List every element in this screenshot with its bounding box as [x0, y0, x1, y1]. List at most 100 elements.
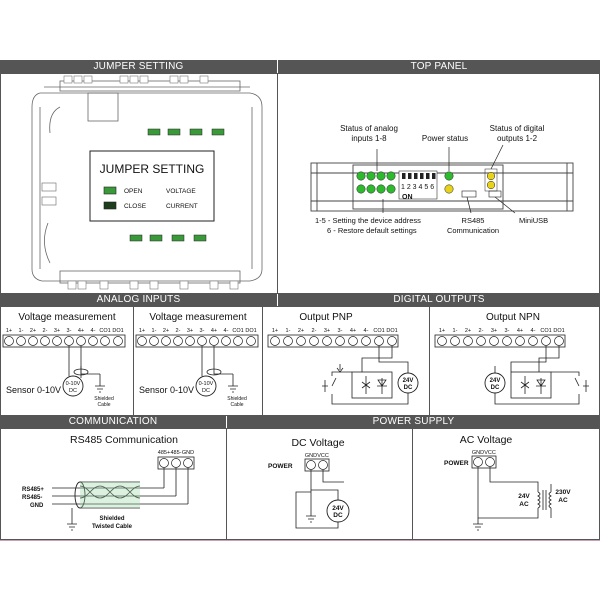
terminal-label: 3-	[67, 328, 72, 334]
ac-primary-label-2: AC	[558, 497, 568, 504]
voltage-source-symbol	[62, 375, 84, 397]
terminal-label: CO1	[232, 328, 243, 334]
dc-terminal-gnd: GND	[305, 453, 317, 459]
jumper-legend-title: JUMPER SETTING	[100, 162, 205, 176]
terminal-label: 3+	[54, 328, 60, 334]
jumper-open-icon	[103, 186, 117, 195]
dc-power-label: POWER	[268, 463, 293, 470]
wire-label-2: RS485-	[22, 495, 42, 501]
dc-terminal-vcc: VCC	[317, 453, 329, 459]
terminal-label: 3-	[338, 328, 343, 334]
ac-secondary-label-2: AC	[519, 501, 529, 508]
supply-symbol	[484, 372, 506, 394]
terminal-label: 4-	[364, 328, 369, 334]
terminal-label: 4+	[350, 328, 356, 334]
terminal-label: 2+	[163, 328, 169, 334]
pnp-title: Output PNP	[299, 312, 353, 323]
terminal-label: 1+	[139, 328, 145, 334]
top-panel-drawing: 1 2 3 4 5 6 ON Status of analog inputs 1…	[310, 124, 574, 235]
terminal-screws	[270, 336, 397, 346]
terminal-label: CO1	[99, 328, 110, 334]
section-header-digital-outputs: DIGITAL OUTPUTS	[278, 293, 600, 306]
jumper-legend-box	[89, 150, 215, 222]
section-header-jumper: JUMPER SETTING	[0, 60, 277, 73]
jumper-voltage-label: VOLTAGE	[166, 188, 196, 195]
terminal-label: 3-	[200, 328, 205, 334]
npn-drawing: Output NPN 1+ 1- 2+ 2- 3+ 3- 4+ 4- CO1 D…	[434, 312, 589, 405]
terminal-label: 1-	[19, 328, 24, 334]
terminal-label: 4-	[224, 328, 229, 334]
section-header-top-panel: TOP PANEL	[278, 60, 600, 73]
dc-power-drawing: DC Voltage GND VCC POWER 24V DC	[268, 437, 350, 529]
terminal-label: 1+	[439, 328, 445, 334]
cable-label-2: Twisted Cable	[92, 524, 133, 530]
dc-title: DC Voltage	[291, 437, 344, 449]
address-note-1: 1-5 - Setting the device address	[315, 216, 421, 225]
terminal-label: 2-	[479, 328, 484, 334]
terminal-label: 2-	[312, 328, 317, 334]
rs485-port	[461, 190, 477, 198]
ac-power-drawing: AC Voltage GND VCC POWER 24V AC 230V AC	[444, 434, 571, 531]
terminal-label: 3-	[505, 328, 510, 334]
terminal-label: 1-	[453, 328, 458, 334]
cable-label-1: Shielded	[99, 516, 124, 522]
analog-status-leds	[356, 171, 396, 194]
supply-symbol	[397, 372, 419, 394]
section-header-analog-inputs: ANALOG INPUTS	[0, 293, 277, 306]
terminal-label: DO1	[553, 328, 564, 334]
ac-power-label: POWER	[444, 460, 469, 467]
analog-status-label-2: inputs 1-8	[351, 134, 387, 143]
sensor-label: Sensor 0-10V	[6, 385, 61, 395]
rs485-label-1: RS485	[462, 216, 485, 225]
miniusb-port	[488, 190, 502, 198]
jumper-board-drawing: JUMPER SETTING OPEN CLOSE VOLTAGE CURREN…	[31, 75, 263, 290]
terminal-label: 1+	[272, 328, 278, 334]
source-label-1: 0-10V	[199, 381, 214, 387]
ac-terminal-screws	[473, 457, 495, 467]
jumper-close-label: CLOSE	[124, 203, 147, 210]
shielded-label-1: Shielded	[227, 396, 247, 402]
rs485-terminal-1: 485+	[158, 450, 170, 456]
section-header-power-supply: POWER SUPPLY	[227, 415, 600, 428]
dc-source-label-1: 24V	[332, 505, 344, 512]
rs485-label-2: Communication	[447, 226, 499, 235]
rs485-terminal-3: GND	[182, 450, 194, 456]
wire-label-1: RS485+	[22, 487, 44, 493]
terminal-label: 1-	[286, 328, 291, 334]
shielded-label-1: Shielded	[94, 396, 114, 402]
dip-switch	[398, 170, 438, 200]
rs485-drawing: RS485 Communication 485+ 485- GND RS485+…	[22, 434, 195, 531]
terminal-label: 4+	[517, 328, 523, 334]
pnp-drawing: Output PNP 1+ 1- 2+ 2- 3+ 3- 4+ 4- CO1 D…	[267, 312, 419, 405]
digital-status-label-1: Status of digital	[490, 124, 545, 133]
address-note-2: 6 - Restore default settings	[327, 226, 417, 235]
terminal-label: CO1	[540, 328, 551, 334]
shielded-label-2: Cable	[97, 402, 110, 408]
cable-shield	[80, 482, 140, 508]
rs485-title: RS485 Communication	[70, 434, 178, 446]
shielded-label-2: Cable	[230, 402, 243, 408]
analog-status-label-1: Status of analog	[340, 124, 398, 133]
analog-left-drawing: Voltage measurement 1+ 1- 2+ 2- 3+ 3- 4+…	[2, 312, 126, 408]
source-label-2: DC	[69, 388, 77, 394]
terminal-label: 1-	[152, 328, 157, 334]
terminal-label: DO1	[112, 328, 123, 334]
jumper-close-icon	[103, 201, 117, 210]
rs485-terminal-2: 485-	[170, 450, 181, 456]
supply-label-1: 24V	[403, 378, 414, 384]
rs485-terminal-screws	[159, 458, 193, 468]
terminal-label: 2-	[176, 328, 181, 334]
terminal-label: 3+	[187, 328, 193, 334]
terminal-label: 4-	[91, 328, 96, 334]
terminal-label: 1+	[6, 328, 12, 334]
sensor-label: Sensor 0-10V	[139, 385, 194, 395]
dip-on-label: ON	[402, 194, 413, 201]
supply-label-2: DC	[491, 385, 500, 391]
terminal-label: DO1	[245, 328, 256, 334]
ac-terminal-gnd: GND	[472, 450, 484, 456]
dc-terminal-screws	[306, 460, 328, 470]
terminal-screws	[4, 336, 123, 346]
terminal-label: 2+	[465, 328, 471, 334]
supply-label-2: DC	[404, 385, 413, 391]
terminal-screws	[437, 336, 564, 346]
